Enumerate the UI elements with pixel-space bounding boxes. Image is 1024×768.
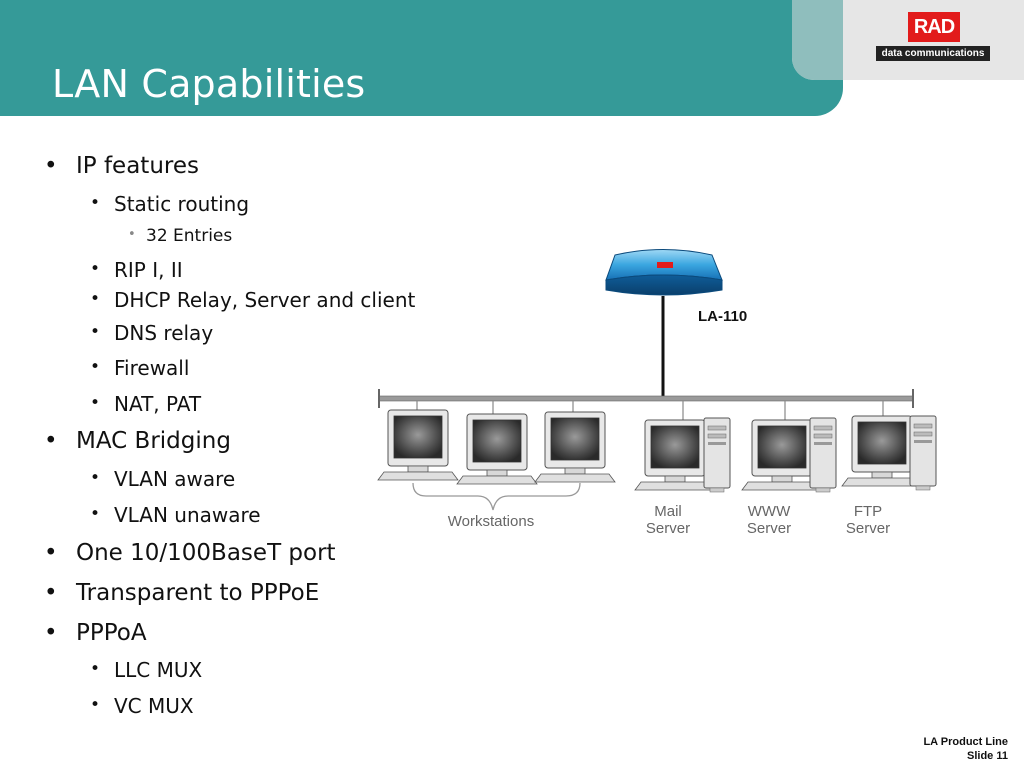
bullet-item: •Transparent to PPPoE [44, 580, 320, 606]
device-label: LA-110 [698, 308, 748, 325]
mail-server-tower-icon [703, 417, 731, 493]
bullet-item: •PPPoA [44, 620, 147, 646]
bullet-item: •LLC MUX [90, 658, 203, 682]
footer-product-line: LA Product Line [923, 736, 1008, 748]
footer-slide-number: Slide 11 [967, 750, 1008, 762]
www-server-tower-icon [809, 417, 837, 493]
bullet-item: •DHCP Relay, Server and client [90, 288, 416, 312]
bullet-item: •MAC Bridging [44, 428, 231, 454]
workstations-brace [412, 482, 581, 511]
ftp-server-label: FTP Server [836, 503, 900, 537]
slide-footer: LA Product Line Slide 11 [923, 735, 1008, 763]
header-accent-strip [792, 0, 843, 80]
bullet-item: •RIP I, II [90, 258, 183, 282]
bullet-item: •VLAN aware [90, 467, 236, 491]
workstation-3-icon [534, 411, 616, 483]
ftp-server-tower-icon [909, 415, 937, 491]
workstation-2-icon [456, 413, 538, 485]
mail-server-label: Mail Server [636, 503, 700, 537]
server-label-line: Server [845, 520, 891, 537]
bullet-item: •32 Entries [128, 226, 233, 246]
workstations-label: Workstations [447, 513, 535, 530]
bullet-item: •VC MUX [90, 694, 194, 718]
slide-title: LAN Capabilities [52, 62, 366, 106]
server-label-line: FTP [853, 503, 883, 520]
server-label-line: Server [645, 520, 691, 537]
bullet-item: •VLAN unaware [90, 503, 261, 527]
bullet-item: •Firewall [90, 356, 190, 380]
server-label-line: Server [746, 520, 792, 537]
workstation-1-icon [377, 409, 459, 481]
drop-lines [416, 401, 884, 420]
header-band [0, 0, 843, 116]
www-server-label: WWW Server [737, 503, 801, 537]
server-label-line: WWW [747, 503, 791, 520]
logo-tagline: data communications [876, 46, 990, 61]
bullet-item: •One 10/100BaseT port [44, 540, 336, 566]
bullet-item: •NAT, PAT [90, 392, 202, 416]
rad-logo: RAD data communications [876, 12, 992, 64]
logo-brand: RAD [908, 12, 960, 42]
mail-server-monitor-icon [634, 419, 716, 491]
bullet-item: •DNS relay [90, 321, 214, 345]
lan-bus [378, 389, 914, 408]
router-device [605, 249, 723, 296]
server-label-line: Mail [654, 503, 682, 520]
bullet-item: •Static routing [90, 192, 250, 216]
bullet-item: •IP features [44, 153, 199, 179]
router-badge-icon [657, 262, 673, 268]
